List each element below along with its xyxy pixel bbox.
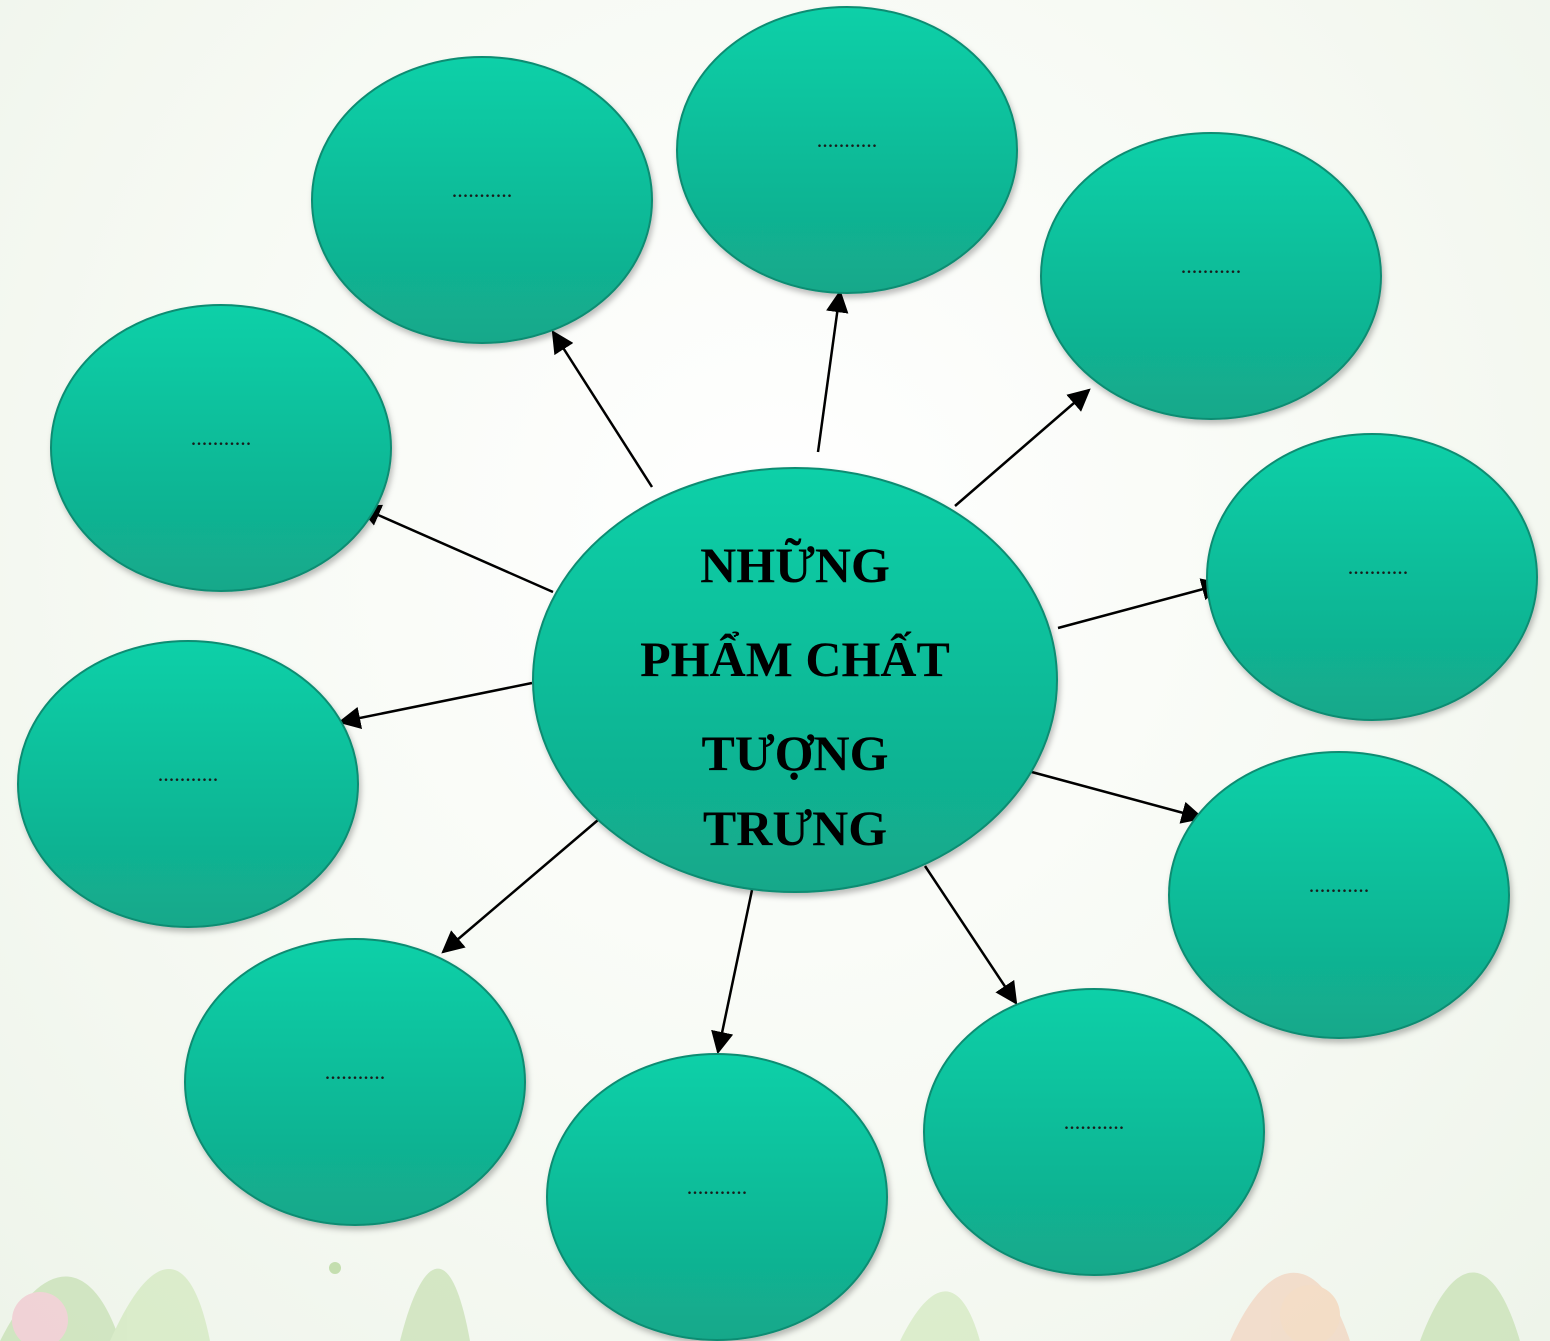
outer-node-label: ........... [1348, 554, 1409, 579]
blossom-decoration [12, 1292, 68, 1341]
outer-node-label: ........... [325, 1059, 386, 1084]
outer-bubble [546, 1053, 888, 1341]
connector-arrow-4 [357, 504, 554, 594]
center-title-line-2: PHẨM CHẤT [640, 630, 950, 687]
connector-arrow-3 [954, 388, 1091, 507]
outer-node-10: ........... [546, 1053, 888, 1341]
outer-node-3: ........... [1040, 132, 1382, 420]
leaf-decoration [1420, 1272, 1520, 1341]
center-title-line-4: TRƯNG [703, 800, 887, 856]
outer-node-2: ........... [676, 6, 1018, 294]
outer-node-1: ........... [311, 56, 653, 344]
center-node: NHỮNG PHẨM CHẤT TƯỢNG TRƯNG [532, 467, 1058, 893]
outer-node-label: ........... [191, 425, 252, 450]
outer-node-label: ........... [687, 1174, 748, 1199]
outer-node-label: ........... [1064, 1109, 1125, 1134]
outer-bubbles: ........................................… [17, 6, 1538, 1341]
leaf-decoration [900, 1291, 980, 1341]
connector-arrow-6 [337, 681, 533, 729]
outer-node-label: ........... [158, 761, 219, 786]
leaf-decoration [110, 1268, 210, 1341]
background-foliage [0, 1262, 1520, 1341]
outer-node-label: ........... [452, 177, 513, 202]
connector-arrow-8 [441, 819, 599, 954]
leaf-decoration [400, 1268, 470, 1341]
outer-bubble [1040, 132, 1382, 420]
center-title-line-1: NHỮNG [700, 536, 890, 593]
outer-bubble [1168, 751, 1510, 1039]
outer-bubble [311, 56, 653, 344]
connector-arrows [337, 289, 1225, 1055]
outer-node-5: ........... [1206, 433, 1538, 721]
outer-node-label: ........... [817, 127, 878, 152]
outer-bubble [676, 6, 1018, 294]
outer-node-8: ........... [184, 938, 526, 1226]
connector-arrow-9 [923, 865, 1018, 1005]
blossom-decoration [1280, 1285, 1340, 1341]
outer-node-label: ........... [1309, 872, 1370, 897]
outer-bubble [184, 938, 526, 1226]
connector-arrow-7 [1027, 769, 1205, 824]
outer-bubble [50, 304, 392, 592]
outer-node-9: ........... [923, 988, 1265, 1276]
outer-bubble [1206, 433, 1538, 721]
outer-node-7: ........... [1168, 751, 1510, 1039]
outer-bubble [17, 640, 359, 928]
blossom-decoration [329, 1262, 341, 1274]
connector-arrow-1 [551, 330, 654, 488]
outer-node-4: ........... [50, 304, 392, 592]
center-title-line-3: TƯỢNG [701, 725, 888, 781]
outer-node-6: ........... [17, 640, 359, 928]
connector-arrow-5 [1057, 578, 1225, 630]
outer-bubble [923, 988, 1265, 1276]
outer-node-label: ........... [1181, 253, 1242, 278]
connector-arrow-2 [816, 289, 849, 453]
connector-arrow-10 [711, 889, 754, 1055]
center-bubble [532, 467, 1058, 893]
